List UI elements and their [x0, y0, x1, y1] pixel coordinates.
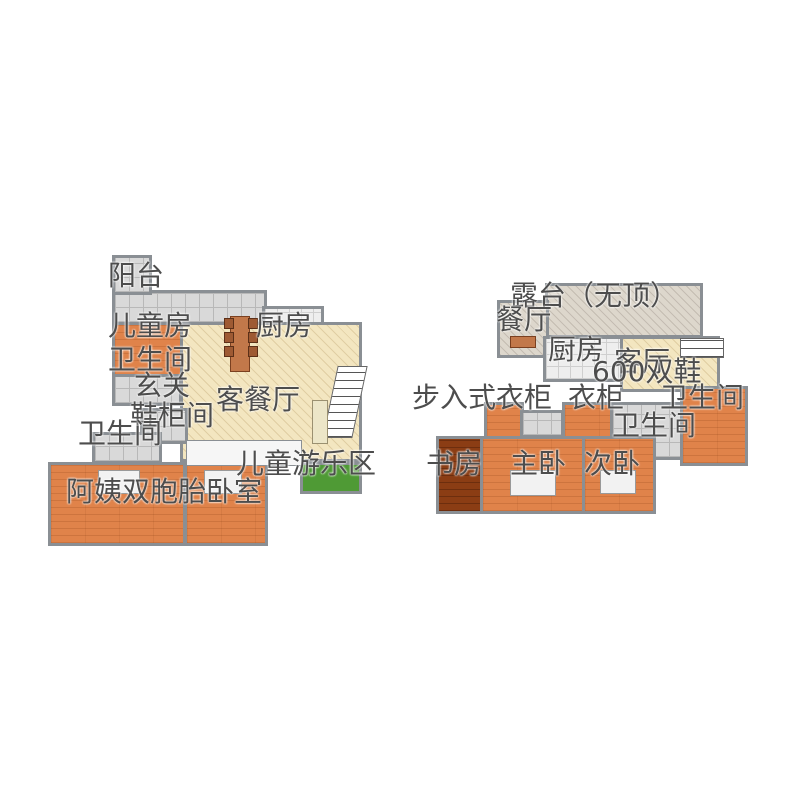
- label-study: 书房: [426, 447, 483, 480]
- label-master: 主卧: [510, 447, 567, 480]
- corridor-area: [186, 440, 302, 466]
- terrace-left-area: [497, 300, 549, 358]
- dining-chair: [224, 318, 234, 329]
- label-wardrobe: 衣柜: [568, 381, 625, 414]
- corner-room-area: [680, 386, 748, 466]
- label-bathroom-right: 卫生间: [612, 409, 697, 442]
- terrace-area: [545, 283, 703, 338]
- label-shoe-cabinet: 鞋柜间: [130, 399, 215, 432]
- powder-area: [520, 410, 564, 438]
- dining-chair: [224, 346, 234, 357]
- balcony-corner: [112, 255, 152, 295]
- label-kids-play: 儿童游乐区: [236, 447, 377, 480]
- kitchen-area-right: [543, 336, 623, 382]
- dining-chair: [224, 332, 234, 343]
- label-dining-right: 餐厅: [496, 303, 553, 336]
- bed: [510, 470, 556, 496]
- label-living-dining: 客餐厅: [216, 383, 301, 416]
- label-kitchen-left: 厨房: [256, 309, 313, 342]
- kids-play-area: [300, 462, 362, 494]
- dining-table-right: [510, 336, 536, 348]
- label-walk-in-closet: 步入式衣柜: [412, 381, 553, 414]
- label-kids-room: 儿童房: [108, 309, 193, 342]
- label-second: 次卧: [584, 447, 641, 480]
- balcony-area: [112, 290, 267, 325]
- staircase-right: [680, 338, 724, 358]
- bed: [600, 470, 636, 494]
- sofa: [312, 400, 328, 444]
- dining-chair: [248, 332, 258, 343]
- dining-chair: [248, 346, 258, 357]
- label-entrance: 玄关: [134, 369, 191, 402]
- label-powder: 卫生间: [660, 381, 745, 414]
- label-bathroom-1: 卫生间: [108, 343, 193, 376]
- dining-table: [230, 316, 250, 372]
- dining-chair: [248, 318, 258, 329]
- bed: [98, 470, 140, 494]
- bed: [204, 470, 242, 494]
- bathroom-1-area: [112, 374, 182, 406]
- bathroom-2-area: [92, 432, 162, 464]
- label-terrace: 露台（无顶）: [510, 279, 679, 312]
- label-living-right: 客厅: [614, 345, 671, 378]
- label-bathroom-2: 卫生间: [78, 417, 163, 450]
- label-kitchen-right: 厨房: [548, 333, 605, 366]
- label-shoe-600: 600双鞋: [592, 355, 702, 388]
- label-balcony: 阳台: [108, 259, 165, 292]
- label-nanny-twin: 阿姨双胞胎卧室: [66, 475, 263, 508]
